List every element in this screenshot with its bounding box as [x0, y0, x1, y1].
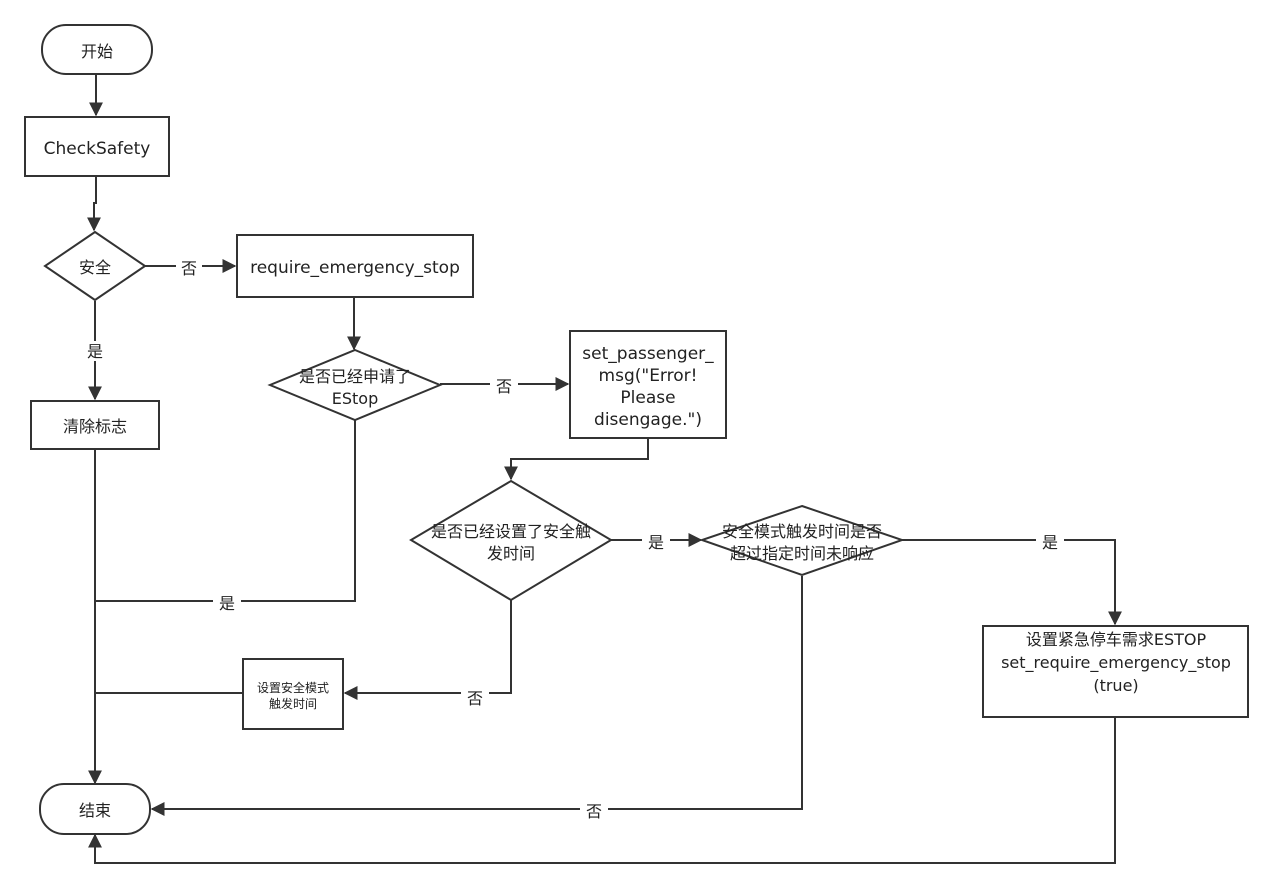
- safe-mode-timeout-decision: 安全模式触发时间是否 超过指定时间未响应: [698, 504, 906, 577]
- start-terminal: 开始: [41, 24, 153, 75]
- set-trigger-time-line-1: 设置安全模式: [257, 680, 329, 695]
- end-terminal: 结束: [39, 783, 151, 835]
- label-estop-yes: 是: [219, 594, 235, 613]
- edge-estop-yes: [95, 420, 356, 602]
- label-estop-no: 否: [496, 377, 512, 396]
- require-emergency-stop-label: require_emergency_stop: [250, 258, 460, 278]
- safe-mode-set-decision: 是否已经设置了安全触 发时间: [409, 479, 613, 602]
- safe-decision: 安全: [43, 230, 147, 302]
- set-estop-request-line-2: set_require_emergency_stop: [1001, 653, 1231, 673]
- label-timeout-no: 否: [586, 802, 602, 821]
- estop-requested-label-1: 是否已经申请了: [299, 367, 411, 386]
- require-emergency-stop-process: require_emergency_stop: [236, 234, 474, 298]
- edge-timeout-yes: [902, 539, 1122, 626]
- label-safe-no: 否: [181, 259, 197, 278]
- estop-requested-label-2: EStop: [332, 389, 378, 408]
- check-safety-label: CheckSafety: [44, 139, 151, 159]
- set-estop-request-line-1: 设置紧急停车需求ESTOP: [1026, 630, 1207, 649]
- edge-timeout-no: [150, 576, 803, 816]
- edge-mode-set-no: [343, 600, 512, 700]
- end-label: 结束: [79, 801, 111, 820]
- estop-requested-decision: 是否已经申请了 EStop: [267, 348, 443, 422]
- set-passenger-msg-line-4: disengage."): [594, 410, 702, 430]
- label-safe-yes: 是: [87, 342, 103, 361]
- safe-mode-set-label-2: 发时间: [487, 544, 535, 563]
- clear-flags-label: 清除标志: [63, 417, 127, 436]
- set-trigger-time-line-2: 触发时间: [269, 696, 317, 711]
- edge-check-to-safe: [87, 177, 101, 232]
- safe-mode-timeout-label-1: 安全模式触发时间是否: [722, 522, 882, 541]
- set-passenger-msg-line-3: Please: [620, 388, 675, 408]
- label-mode-set-yes: 是: [648, 533, 664, 552]
- label-mode-set-no: 否: [467, 689, 483, 708]
- set-trigger-time-process: 设置安全模式 触发时间: [242, 658, 344, 730]
- safe-decision-label: 安全: [79, 258, 111, 277]
- safe-mode-set-label-1: 是否已经设置了安全触: [431, 522, 591, 541]
- connectors: [87, 74, 1122, 864]
- safe-mode-timeout-label-2: 超过指定时间未响应: [730, 544, 874, 563]
- start-label: 开始: [81, 42, 113, 61]
- set-estop-request-process: 设置紧急停车需求ESTOP set_require_emergency_stop…: [982, 625, 1249, 718]
- set-passenger-msg-process: set_passenger_ msg("Error! Please diseng…: [569, 330, 727, 439]
- set-passenger-msg-line-1: set_passenger_: [582, 344, 714, 364]
- edge-estop-request-to-end: [88, 718, 1116, 864]
- label-timeout-yes: 是: [1042, 533, 1058, 552]
- edge-msg-to-mode-q: [504, 439, 649, 481]
- edge-labels: 否 是 否 是 是 否 是 否: [82, 257, 1064, 821]
- check-safety-process: CheckSafety: [24, 116, 170, 177]
- clear-flags-process: 清除标志: [30, 400, 160, 450]
- set-estop-request-line-3: (true): [1093, 676, 1138, 695]
- set-passenger-msg-line-2: msg("Error!: [599, 366, 698, 386]
